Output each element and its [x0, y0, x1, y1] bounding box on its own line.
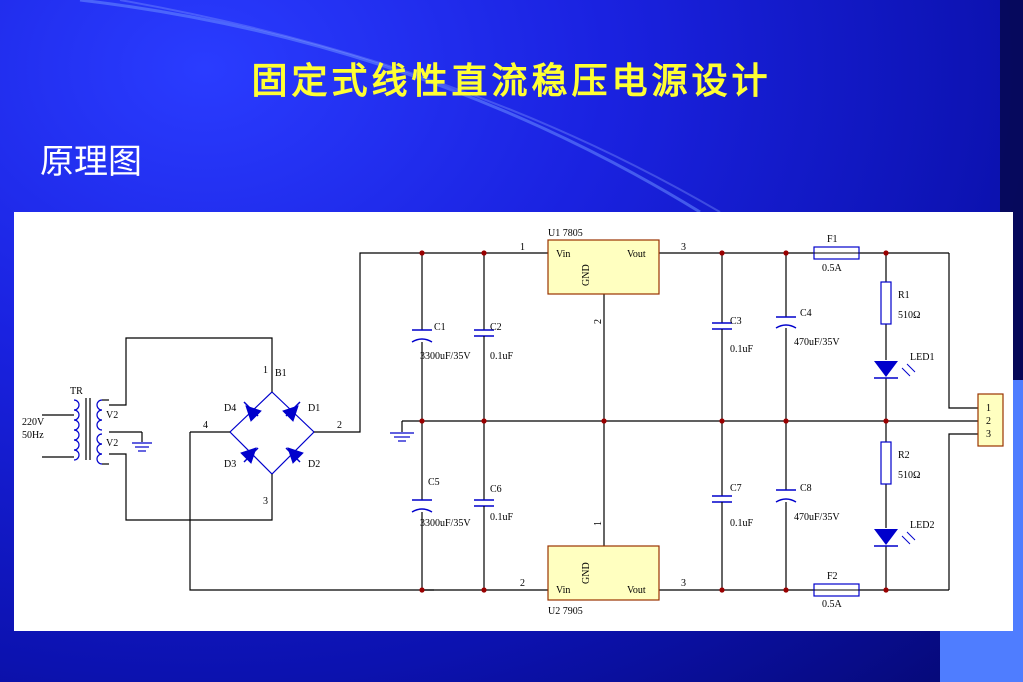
- connector-pin1: 1: [986, 403, 991, 414]
- b1-label: B1: [275, 368, 287, 379]
- c6-label: C6: [490, 484, 502, 495]
- bridge-rectifier-b1: [190, 375, 354, 490]
- led1-label: LED1: [910, 352, 934, 363]
- u2-vout: Vout: [627, 585, 646, 596]
- f2-label: F2: [827, 571, 838, 582]
- u2-vin: Vin: [556, 585, 570, 596]
- c2-label: C2: [490, 322, 502, 333]
- b1-pin1: 1: [263, 365, 268, 376]
- c4-label: C4: [800, 308, 812, 319]
- transformer-tr: [73, 398, 109, 465]
- r1-value: 510Ω: [898, 310, 920, 321]
- r1-label: R1: [898, 290, 910, 301]
- u1-pin1: 1: [520, 242, 525, 253]
- secondary-v2-bottom-label: V2: [106, 438, 118, 449]
- d1-label: D1: [308, 403, 320, 414]
- r2-value: 510Ω: [898, 470, 920, 481]
- output-connector: [977, 393, 1004, 447]
- capacitor-symbols: [411, 316, 797, 513]
- resistor-r2: [880, 441, 892, 485]
- u2-gnd: GND: [581, 562, 592, 584]
- b1-pin4: 4: [203, 420, 208, 431]
- schematic-panel: TR 220V 50Hz V2 V2: [14, 212, 1013, 631]
- u1-label: U1 7805: [548, 228, 583, 239]
- ground-icon: [390, 432, 414, 442]
- f1-value: 0.5A: [822, 263, 843, 274]
- resistor-r1: [880, 281, 892, 325]
- junction-dots: [419, 250, 889, 593]
- d3-label: D3: [224, 459, 236, 470]
- led2-icon: [874, 529, 916, 547]
- connector-pin3: 3: [986, 429, 991, 440]
- u2-pin3: 3: [681, 578, 686, 589]
- u2-pin2: 2: [520, 578, 525, 589]
- d4-label: D4: [224, 403, 236, 414]
- c8-label: C8: [800, 483, 812, 494]
- c7-label: C7: [730, 483, 742, 494]
- u1-vin: Vin: [556, 249, 570, 260]
- u1-pin3: 3: [681, 242, 686, 253]
- regulator-u1: [547, 239, 660, 295]
- secondary-v2-top-label: V2: [106, 410, 118, 421]
- c5-value: 3300uF/35V: [420, 518, 471, 529]
- c6-value: 0.1uF: [490, 512, 514, 523]
- tr-label: TR: [70, 386, 83, 397]
- led1-icon: [874, 361, 916, 379]
- c4-value: 470uF/35V: [794, 337, 840, 348]
- c1-label: C1: [434, 322, 446, 333]
- f1-label: F1: [827, 234, 838, 245]
- c5-label: C5: [428, 477, 440, 488]
- d2-label: D2: [308, 459, 320, 470]
- page-subtitle: 原理图: [40, 142, 142, 182]
- diode-d3-icon: [240, 447, 259, 464]
- connector-pin2: 2: [986, 416, 991, 427]
- u1-vout: Vout: [627, 249, 646, 260]
- c3-label: C3: [730, 316, 742, 327]
- schematic-diagram: TR 220V 50Hz V2 V2: [22, 228, 1004, 617]
- ground-icon: [132, 442, 152, 452]
- u2-label: U2 7905: [548, 606, 583, 617]
- page-title: 固定式线性直流稳压电源设计: [251, 60, 772, 102]
- diode-d1-icon: [282, 401, 301, 422]
- c1-value: 3300uF/35V: [420, 351, 471, 362]
- c3-value: 0.1uF: [730, 344, 754, 355]
- input-frequency-label: 50Hz: [22, 430, 44, 441]
- input-voltage-label: 220V: [22, 417, 45, 428]
- c2-value: 0.1uF: [490, 351, 514, 362]
- b1-pin3: 3: [263, 496, 268, 507]
- regulator-u2: [547, 545, 660, 601]
- f2-value: 0.5A: [822, 599, 843, 610]
- u2-pin1: 1: [593, 521, 604, 526]
- led2-label: LED2: [910, 520, 934, 531]
- c8-value: 470uF/35V: [794, 512, 840, 523]
- diode-d4-icon: [243, 401, 262, 422]
- wires: [42, 252, 979, 591]
- r2-label: R2: [898, 450, 910, 461]
- u1-pin2: 2: [593, 319, 604, 324]
- u1-gnd: GND: [581, 264, 592, 286]
- b1-pin2: 2: [337, 420, 342, 431]
- c7-value: 0.1uF: [730, 518, 754, 529]
- diode-d2-icon: [285, 447, 304, 464]
